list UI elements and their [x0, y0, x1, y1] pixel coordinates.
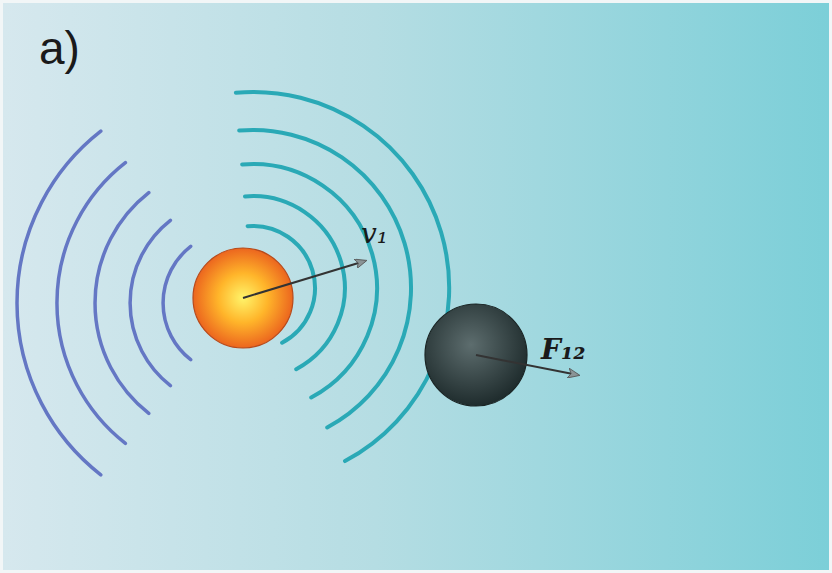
wave-arc [17, 131, 101, 475]
force-label: F₁₂ [541, 333, 585, 366]
wave-arc [57, 163, 125, 444]
wave-arc [163, 246, 191, 359]
illustration [3, 3, 832, 573]
wave-fronts [17, 92, 449, 475]
velocity-arrow [243, 261, 365, 298]
wave-arc [95, 193, 149, 414]
wave-arc [130, 220, 170, 385]
panel-label: a) [39, 21, 80, 75]
velocity-label: v₁ [361, 217, 388, 250]
